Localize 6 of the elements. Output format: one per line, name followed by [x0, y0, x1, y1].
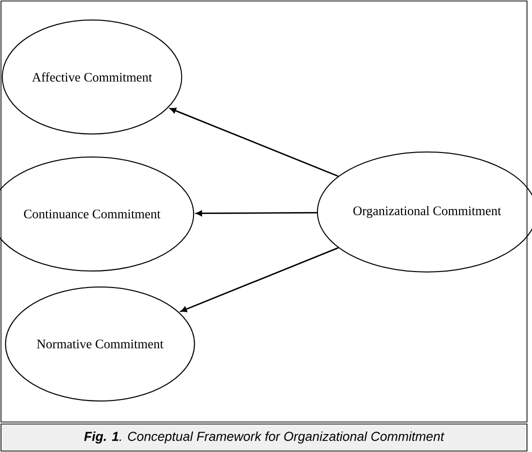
arrow [180, 247, 339, 312]
arrow [170, 108, 338, 177]
ellipse-node: Affective Commitment [2, 20, 182, 134]
ellipse-node: Normative Commitment [5, 286, 195, 402]
caption-box: Fig. 1. Conceptual Framework for Organizational Commitment [0, 424, 528, 452]
arrow [196, 210, 317, 216]
